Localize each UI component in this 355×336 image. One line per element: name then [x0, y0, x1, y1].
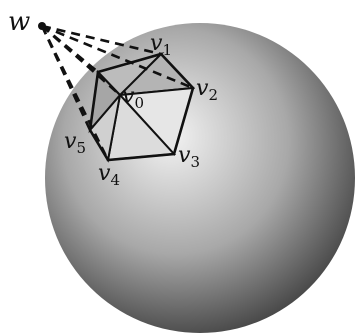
label-v3: v3	[178, 143, 200, 171]
label-v4: v4	[98, 161, 120, 189]
label-v5: v5	[64, 129, 86, 157]
dashed-line-w-v4	[40, 25, 110, 161]
label-w: w	[8, 7, 30, 37]
point-w	[38, 22, 46, 30]
label-v2: v2	[196, 76, 218, 104]
dashed-line-w-v1	[41, 24, 162, 56]
label-v0: v0	[122, 84, 144, 112]
dashed-line-w-v2	[41, 24, 194, 90]
projection-lines	[40, 24, 194, 161]
dashed-line-w-v6	[41, 24, 99, 74]
label-v1: v1	[150, 31, 172, 59]
